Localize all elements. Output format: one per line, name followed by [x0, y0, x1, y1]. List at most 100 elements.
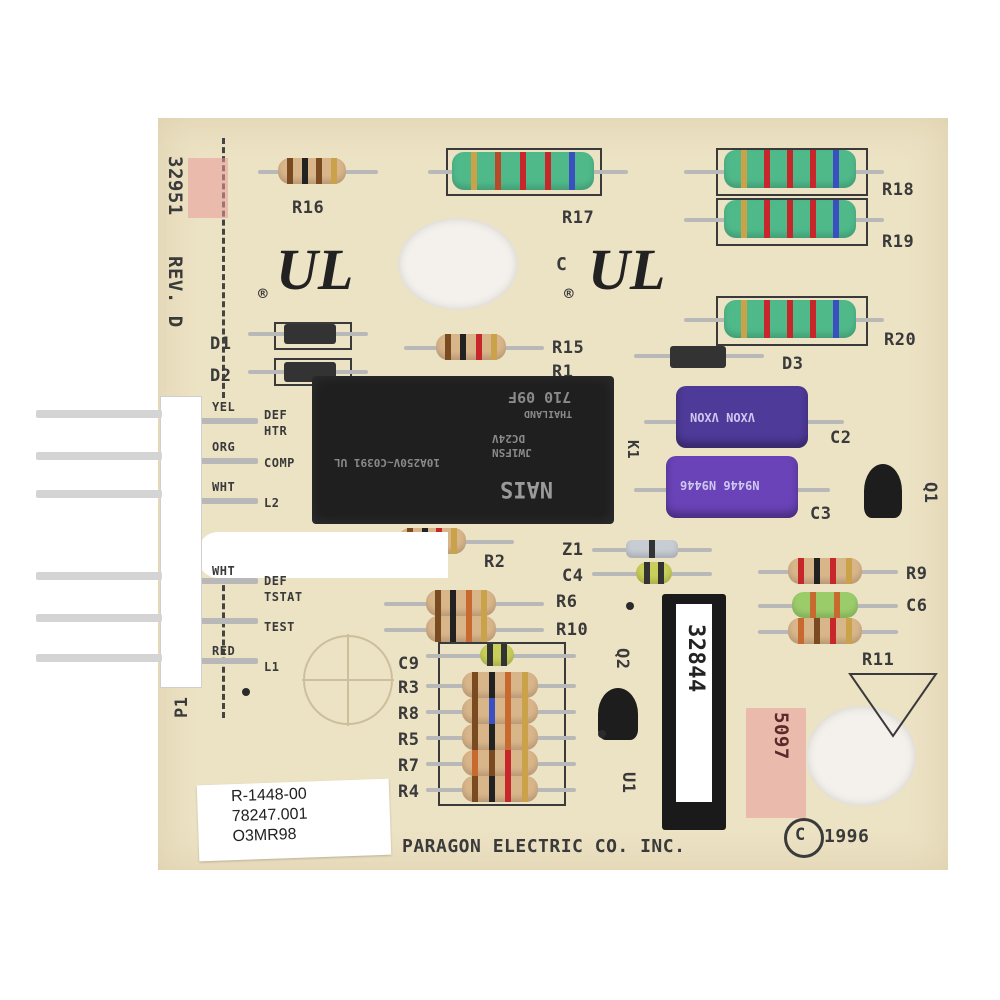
- ic-u1: 32844: [662, 594, 726, 830]
- connector-pin-trace: [198, 618, 258, 624]
- relay-code: 710 09F: [508, 388, 572, 406]
- label-r6: R6: [556, 592, 578, 612]
- connector-ref-p1: P1: [172, 696, 192, 718]
- silkscreen-bracket: [274, 322, 352, 350]
- connector-pin: [36, 490, 162, 498]
- resistor-r11: [788, 618, 862, 644]
- label-r11: R11: [862, 650, 895, 670]
- relay-rating-2: JW1FSN: [492, 446, 532, 459]
- label-r16: R16: [292, 198, 325, 218]
- label-c9: C9: [398, 654, 420, 674]
- board-revision: REV. D: [164, 256, 186, 328]
- mounting-standoff: [806, 706, 916, 806]
- registered-mark: ®: [564, 284, 575, 303]
- resistor-r18: [724, 150, 856, 188]
- connector-cutout: [198, 532, 448, 578]
- capacitor-c3-marking: N9446 N9446: [680, 478, 760, 492]
- connector-pin-trace: [198, 658, 258, 664]
- sticker-line-1: R-1448-00: [230, 785, 308, 806]
- manufacturer-name: PARAGON ELECTRIC CO. INC.: [402, 836, 686, 857]
- connector-p1-housing: [160, 396, 202, 688]
- pin-function-comp: COMP: [264, 456, 295, 470]
- pin-function-l1: L1: [264, 660, 280, 674]
- pin-function-tstat: TSTAT: [264, 590, 303, 604]
- sticker-line-3: O3MR98: [232, 825, 297, 846]
- relay-country: THAILAND: [524, 408, 573, 419]
- resistor-r6: [426, 590, 496, 616]
- capacitor-c2-marking: VXON VXON: [690, 410, 756, 424]
- board-part-number: 32951: [164, 156, 186, 216]
- silkscreen-dashed-line: [222, 138, 225, 398]
- resistor-r8: [462, 698, 538, 724]
- label-r19: R19: [882, 232, 915, 252]
- capacitor-c9: [480, 644, 514, 666]
- silkscreen-bracket: [716, 198, 868, 246]
- pink-ink-mark: [188, 158, 228, 218]
- relay-k1: 710 09F THAILAND NAIS 10A250V~C0391 UL J…: [312, 376, 614, 524]
- relay-rating-1: 10A250V~C0391 UL: [334, 456, 440, 469]
- label-k1: K1: [624, 440, 642, 460]
- connector-pin: [36, 410, 162, 418]
- label-r18: R18: [882, 180, 915, 200]
- label-r8: R8: [398, 704, 420, 724]
- resistor-r4: [462, 776, 538, 802]
- silkscreen-triangle-outline: [848, 673, 938, 738]
- solder-dot: [598, 730, 606, 738]
- label-c4: C4: [562, 566, 584, 586]
- connector-pin: [36, 654, 162, 662]
- label-u1: U1: [618, 772, 638, 794]
- pin-function-def: DEF: [264, 408, 288, 422]
- label-r4: R4: [398, 782, 420, 802]
- silkscreen-target-circle: [302, 634, 394, 726]
- pin-color-wht: WHT: [212, 480, 236, 494]
- pin-color-wht: WHT: [212, 564, 236, 578]
- connector-pin: [36, 614, 162, 622]
- solder-dot: [626, 602, 634, 610]
- sticker-line-2: 78247.001: [231, 805, 308, 826]
- label-r20: R20: [884, 330, 917, 350]
- connector-pin-trace: [198, 418, 258, 424]
- ic-label-sticker: [676, 604, 712, 802]
- label-r9: R9: [906, 564, 928, 584]
- copyright-circle: [784, 818, 824, 858]
- registered-mark: ®: [258, 284, 269, 303]
- resistor-r20: [724, 300, 856, 338]
- diode-d1: [284, 324, 336, 344]
- label-z1: Z1: [562, 540, 584, 560]
- pink-ink-mark: [746, 708, 806, 818]
- pin-function-test: TEST: [264, 620, 295, 634]
- resistor-r3: [462, 672, 538, 698]
- pin-color-red: RED: [212, 644, 236, 658]
- connector-pin: [36, 452, 162, 460]
- label-r2: R2: [484, 552, 506, 572]
- label-r17: R17: [562, 208, 595, 228]
- pin-color-org: ORG: [212, 440, 236, 454]
- label-r7: R7: [398, 756, 420, 776]
- label-d1: D1: [210, 334, 232, 354]
- resistor-r16: [278, 158, 346, 184]
- label-c3: C3: [810, 504, 832, 524]
- label-c2: C2: [830, 428, 852, 448]
- silkscreen-bracket: [438, 642, 566, 806]
- connector-pin-trace: [198, 578, 258, 584]
- label-q2: Q2: [612, 648, 632, 670]
- part-label-sticker: R-1448-00 78247.001 O3MR98: [196, 778, 392, 862]
- relay-brand: NAIS: [500, 476, 553, 501]
- label-r5: R5: [398, 730, 420, 750]
- mounting-standoff: [398, 218, 518, 310]
- copyright-symbol-text: C: [795, 825, 806, 845]
- label-c6: C6: [906, 596, 928, 616]
- capacitor-c3: N9446 N9446: [666, 456, 798, 518]
- label-r15: R15: [552, 338, 585, 358]
- connector-pin: [36, 572, 162, 580]
- resistor-r9: [788, 558, 862, 584]
- capacitor-c4: [636, 562, 672, 584]
- capacitor-c6: [792, 592, 858, 618]
- relay-rating-3: DC24V: [492, 432, 526, 445]
- pin-function-def: DEF: [264, 574, 288, 588]
- diode-d3: [670, 346, 726, 368]
- copyright-year: 1996: [824, 826, 870, 847]
- ic-u1-marking: 32844: [683, 624, 708, 693]
- side-code: 5097: [770, 712, 792, 760]
- ul-logo: UL: [276, 237, 354, 302]
